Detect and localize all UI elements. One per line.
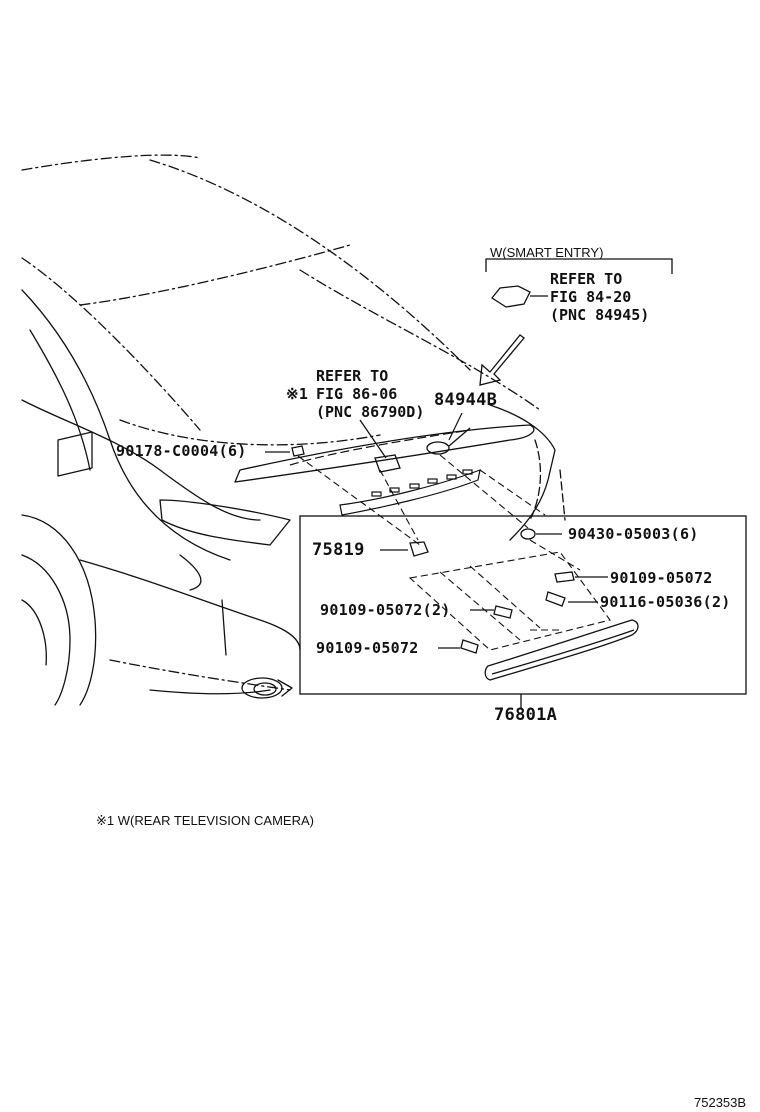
inset-frame bbox=[299, 515, 747, 695]
rear-window-top bbox=[79, 244, 351, 306]
part-label-90116: 90116-05036(2) bbox=[600, 593, 731, 611]
exhaust-pipe bbox=[241, 677, 283, 699]
ref-line-3: (PNC 86790D) bbox=[316, 403, 425, 421]
ref-line-1: REFER TO bbox=[316, 367, 389, 385]
part-label-90109-a: 90109-05072 bbox=[610, 569, 713, 587]
smart-entry-bracket bbox=[485, 258, 673, 274]
screw-90116 bbox=[545, 591, 566, 607]
quarter-panel bbox=[21, 399, 261, 521]
figure-id: 752353B bbox=[694, 1095, 747, 1110]
screw-90109-a bbox=[554, 571, 575, 583]
part-label-90109-c: 90109-05072 bbox=[316, 639, 419, 657]
opener-switch bbox=[426, 441, 450, 455]
ref-line-2: FIG 86-06 bbox=[316, 385, 398, 403]
ref-line-1: REFER TO bbox=[550, 270, 623, 288]
license-garnish-76801A bbox=[484, 619, 639, 681]
part-label-90430: 90430-05003(6) bbox=[568, 525, 699, 543]
clip-75819 bbox=[409, 541, 429, 557]
roof-outline bbox=[21, 154, 201, 171]
body-side-line bbox=[29, 329, 91, 471]
body-side-upper bbox=[21, 289, 231, 561]
rear-window-edge bbox=[21, 257, 201, 431]
smart-entry-condition: W(SMART ENTRY) bbox=[490, 245, 604, 260]
camera-mark: ※1 bbox=[286, 385, 309, 403]
clip-90178 bbox=[291, 445, 305, 457]
arrow-smart-entry bbox=[479, 334, 525, 386]
wheel-arch bbox=[21, 514, 97, 706]
trunk-line bbox=[299, 269, 541, 411]
screw-90109-b bbox=[493, 605, 513, 619]
license-garnish-trunk bbox=[339, 469, 481, 516]
smart-entry-switch bbox=[491, 285, 531, 308]
part-label-75819: 75819 bbox=[312, 540, 365, 560]
part-label-84944B: 84944B bbox=[434, 390, 498, 410]
trunk-lid bbox=[234, 424, 535, 483]
rear-bumper bbox=[79, 559, 301, 651]
grommet-90430 bbox=[520, 528, 536, 540]
part-label-90109-b: 90109-05072(2) bbox=[320, 601, 451, 619]
part-label-90178: 90178-C0004(6) bbox=[116, 442, 247, 460]
reference-smart-entry: REFER TO FIG 84-20 (PNC 84945) bbox=[550, 270, 649, 324]
ref-line-3: (PNC 84945) bbox=[550, 306, 650, 324]
fuel-lid bbox=[57, 431, 93, 477]
footnote: ※1 W(REAR TELEVISION CAMERA) bbox=[96, 813, 314, 828]
screw-90109-c bbox=[460, 639, 479, 654]
ref-line-2: FIG 84-20 bbox=[550, 288, 632, 306]
part-label-76801A: 76801A bbox=[494, 705, 558, 725]
roof-line bbox=[149, 159, 471, 371]
tail-light bbox=[159, 499, 291, 546]
reference-camera: REFER TO FIG 86-06 (PNC 86790D) bbox=[316, 367, 424, 421]
rear-camera bbox=[374, 454, 401, 473]
